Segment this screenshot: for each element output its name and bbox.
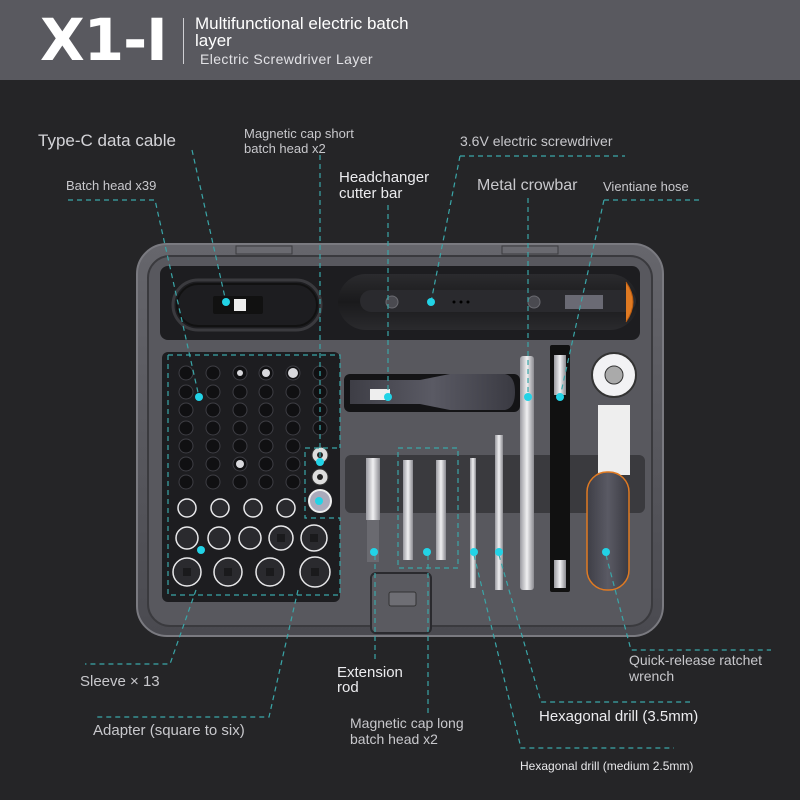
- label-ratchet-line2: wrench: [629, 668, 675, 684]
- header-banner: X1-I Multifunctional electric batch laye…: [0, 0, 800, 80]
- label-batch-head: Batch head x39: [66, 178, 157, 193]
- label-vientiane-hose: Vientiane hose: [603, 179, 689, 194]
- label-extension-line1: Extension: [337, 664, 403, 681]
- label-sleeve: Sleeve × 13: [80, 673, 160, 690]
- label-ratchet-line1: Quick-release ratchet: [629, 652, 763, 668]
- label-headchanger-line2: cutter bar: [339, 185, 403, 202]
- label-metal-crowbar: Metal crowbar: [477, 177, 578, 194]
- label-magnetic-long-line2: batch head x2: [350, 731, 438, 747]
- label-type-c-cable: Type-C data cable: [38, 131, 176, 150]
- label-headchanger-line1: Headchanger: [339, 169, 430, 186]
- label-drill-2-5mm: Hexagonal drill (medium 2.5mm): [520, 759, 694, 773]
- label-adapter: Adapter (square to six): [93, 722, 245, 739]
- model-logo: X1-I: [40, 6, 168, 74]
- label-magnetic-long-line1: Magnetic cap long: [350, 715, 464, 731]
- label-magnetic-short-line2: batch head x2: [244, 141, 326, 156]
- header-subtitle: Electric Screwdriver Layer: [200, 51, 373, 67]
- label-magnetic-short-line1: Magnetic cap short: [244, 126, 354, 141]
- label-electric-screwdriver: 3.6V electric screwdriver: [460, 133, 613, 149]
- header-divider: [183, 18, 184, 64]
- header-title: Multifunctional electric batch layer: [195, 14, 409, 50]
- label-extension-line2: rod: [337, 679, 359, 696]
- label-drill-3-5mm: Hexagonal drill (3.5mm): [539, 708, 699, 725]
